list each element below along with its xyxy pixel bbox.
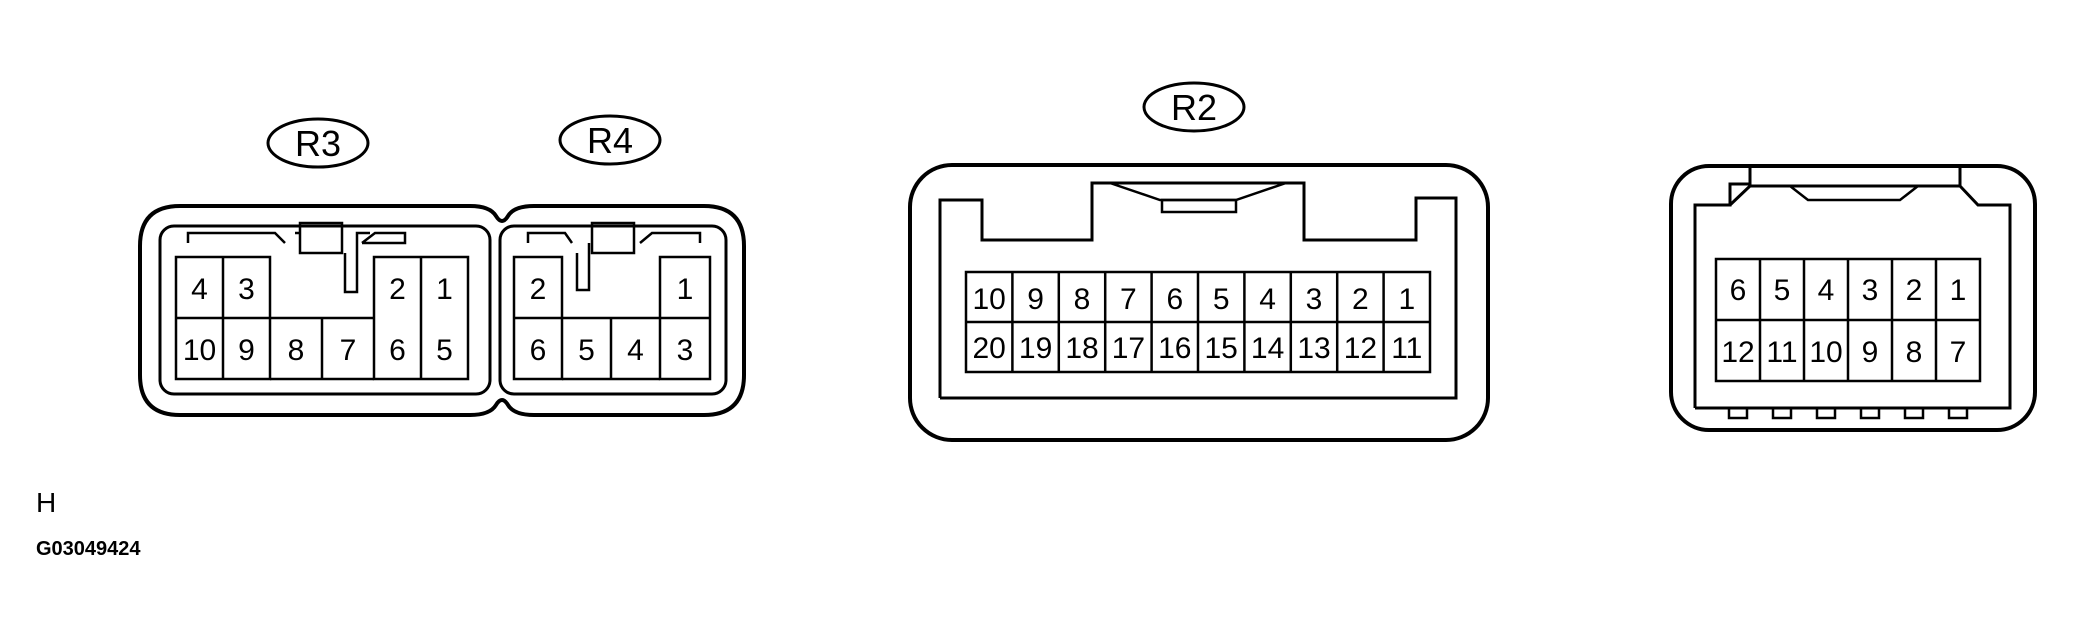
pin-label: 8: [1074, 283, 1091, 316]
pin-label: 6: [389, 334, 406, 367]
pin-label: 10: [183, 334, 216, 367]
pin-label: 2: [1352, 283, 1369, 316]
pin-label: 11: [1766, 336, 1797, 369]
pin-label: 7: [340, 334, 357, 367]
pin-label: 9: [1862, 336, 1879, 369]
pin-label: 12: [1344, 332, 1377, 365]
pin-label: 12: [1721, 336, 1754, 369]
footer-code: G03049424: [36, 538, 141, 560]
pin-label: 5: [1213, 283, 1230, 316]
pin-label: 19: [1019, 332, 1052, 365]
pin-label: 1: [1950, 274, 1967, 307]
pin-label: 17: [1112, 332, 1145, 365]
pin-label: 3: [238, 273, 255, 306]
pin-label: 8: [288, 334, 305, 367]
pin-label: 5: [1774, 274, 1791, 307]
pin-label: 9: [238, 334, 255, 367]
svg-text:R3: R3: [295, 123, 341, 164]
pin-label: 5: [436, 334, 453, 367]
svg-text:R2: R2: [1171, 87, 1217, 128]
pin-label: 4: [1259, 283, 1276, 316]
pin-label: 6: [1730, 274, 1747, 307]
pin-label: 20: [973, 332, 1006, 365]
pin-label: 2: [389, 273, 406, 306]
pin-label: 4: [1818, 274, 1835, 307]
pin-label: 15: [1205, 332, 1238, 365]
pin-label: 6: [530, 334, 547, 367]
unlabeled-pin-grid: [1714, 257, 1982, 383]
r2-pin-labels: 10 9 8 7 6 5 4 3 2 1 20 19 18 17 16 15 1…: [973, 283, 1423, 365]
pin-label: 2: [530, 273, 547, 306]
svg-text:R4: R4: [587, 120, 633, 161]
r4-inner-frame: [498, 224, 728, 396]
pin-label: 11: [1391, 332, 1422, 365]
pin-label: 14: [1251, 332, 1284, 365]
r3-pin-labels: 4 3 2 1 10 9 8 7 6 5: [183, 273, 453, 367]
terminal-tabs: [1727, 406, 1969, 420]
r4-pin-grid: [512, 255, 712, 381]
pin-label: 3: [1862, 274, 1879, 307]
pin-label: 16: [1158, 332, 1191, 365]
pin-label: 1: [436, 273, 453, 306]
pin-label: 7: [1120, 283, 1137, 316]
r2-label: R2: [1142, 81, 1246, 133]
pin-label: 2: [1906, 274, 1923, 307]
pin-label: 10: [1809, 336, 1842, 369]
r4-pin-labels: 2 1 6 5 4 3: [530, 273, 694, 367]
pin-label: 7: [1950, 336, 1967, 369]
pin-label: 4: [191, 273, 208, 306]
r2-housing: [908, 163, 1490, 442]
r2-pin-grid: [964, 270, 1432, 374]
pin-label: 6: [1166, 283, 1183, 316]
r4-label: R4: [558, 114, 662, 166]
unlabeled-pin-labels: 6 5 4 3 2 1 12 11 10 9 8 7: [1721, 274, 1966, 369]
r3-r4-housing: [138, 204, 746, 417]
footer-letter: H: [36, 487, 56, 518]
pin-label: 13: [1297, 332, 1330, 365]
r3-inner-frame: [158, 224, 492, 396]
pin-label: 1: [1398, 283, 1415, 316]
pin-label: 18: [1065, 332, 1098, 365]
pin-label: 3: [677, 334, 694, 367]
pin-label: 3: [1306, 283, 1323, 316]
r4-lock-tab: [526, 221, 702, 292]
pin-label: 10: [973, 283, 1006, 316]
r3-label: R3: [266, 117, 370, 169]
pin-label: 4: [627, 334, 644, 367]
pin-label: 5: [578, 334, 595, 367]
r3-pin-grid: [174, 255, 470, 381]
pin-label: 8: [1906, 336, 1923, 369]
r3-lock-tab: [186, 221, 407, 294]
pin-label: 1: [677, 273, 694, 306]
pin-label: 9: [1027, 283, 1044, 316]
